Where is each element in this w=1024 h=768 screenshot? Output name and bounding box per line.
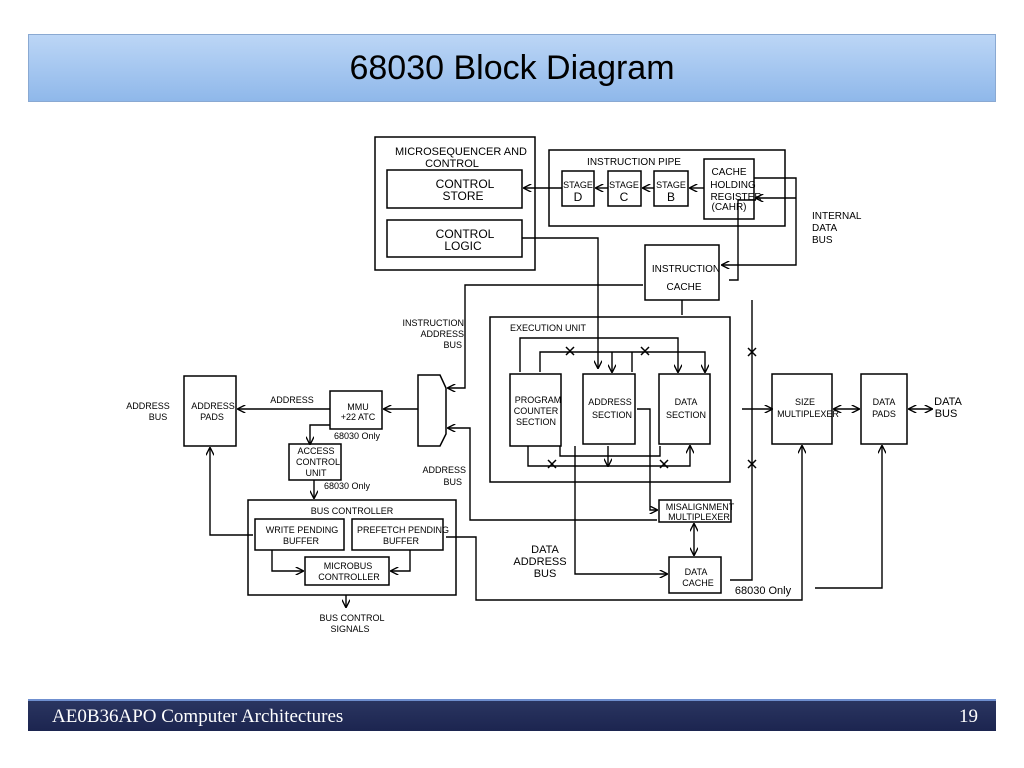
footer-bar: AE0B36APO Computer Architectures 19 [28, 699, 996, 731]
data-section-box [658, 373, 711, 445]
data-cache-only-label: 68030 Only [735, 585, 792, 597]
internal-bus-label-3: BUS [812, 235, 833, 246]
as-label-1: ADDRESS [588, 397, 632, 407]
stage-b-word: STAGE [656, 180, 686, 190]
bus-controller-label: BUS CONTROLLER [311, 506, 394, 516]
execution-unit-box [489, 316, 731, 483]
wpb-label-1: WRITE PENDING [266, 525, 339, 535]
iab-label-3: BUS [443, 340, 462, 350]
as-label-2: SECTION [592, 410, 632, 420]
data-bus-label-2: BUS [935, 408, 958, 420]
footer-course: AE0B36APO Computer Architectures [52, 706, 344, 727]
size-mux-label-1: SIZE [795, 397, 815, 407]
access-control-box [288, 443, 342, 481]
dab-label-3: BUS [534, 568, 557, 580]
icache-label-1: INSTRUCTION [652, 264, 720, 275]
prefetch-pending-box [351, 518, 444, 551]
acu-only-label: 68030 Only [324, 481, 371, 491]
dab-label-1: DATA [531, 544, 559, 556]
iab-label-2: ADDRESS [420, 329, 464, 339]
data-cache-label-2: CACHE [682, 578, 714, 588]
cahr-label-4: (CAHR) [712, 202, 747, 213]
cahr-label-1: CACHE [711, 167, 746, 178]
microbus-controller-box [304, 556, 390, 586]
mmu-label-2: +22 ATC [341, 412, 376, 422]
address-pads-label-2: PADS [200, 412, 224, 422]
slide-title-bar: 68030 Block Diagram [28, 34, 996, 102]
slide-title: 68030 Block Diagram [349, 48, 675, 87]
mmu-label-1: MMU [347, 402, 369, 412]
pc-label-3: SECTION [516, 417, 556, 427]
internal-bus-label-1: INTERNAL [812, 211, 862, 222]
instruction-pipe-label: INSTRUCTION PIPE [587, 157, 681, 168]
ppb-label-1: PREFETCH PENDING [357, 525, 449, 535]
stage-b-letter: B [667, 190, 675, 204]
ds-label-1: DATA [675, 397, 698, 407]
bcs-label-1: BUS CONTROL [319, 613, 384, 623]
acu-label-1: ACCESS [297, 446, 334, 456]
stage-c-letter: C [620, 190, 629, 204]
mbc-label-1: MICROBUS [324, 561, 373, 571]
misalignment-box [658, 499, 732, 523]
cahr-label-3: REGISTER [710, 192, 761, 203]
microsequencer-block [374, 136, 536, 271]
program-counter-box [509, 373, 562, 447]
address-line-label: ADDRESS [270, 395, 314, 405]
data-bus-label-1: DATA [934, 396, 962, 408]
acu-label-2: CONTROL [296, 457, 340, 467]
pc-label-2: COUNTER [514, 406, 559, 416]
address-section-box [582, 373, 636, 445]
control-store-label-2: STORE [442, 189, 483, 203]
bus-controller-box [247, 499, 457, 596]
control-store-label-1: CONTROL [436, 177, 495, 191]
control-store-box [386, 169, 523, 209]
mmu-box [329, 390, 383, 430]
stage-d-word: STAGE [563, 180, 593, 190]
footer-page-number: 19 [959, 706, 978, 727]
size-mux-label-2: MULTIPLEXER [777, 409, 839, 419]
dab-label-2: ADDRESS [513, 556, 566, 568]
data-pads-label-2: PADS [872, 409, 896, 419]
address-bus-left-label-1: ADDRESS [126, 401, 170, 411]
misalignment-label-1: MISALIGNMENT [666, 502, 735, 512]
address-bus-mid-label-2: BUS [443, 477, 462, 487]
icache-label-2: CACHE [666, 282, 701, 293]
address-pads-label-1: ADDRESS [191, 401, 235, 411]
ppb-label-2: BUFFER [383, 536, 420, 546]
data-cache-box [668, 556, 722, 594]
control-logic-label-2: LOGIC [444, 239, 482, 253]
stage-d-letter: D [574, 190, 583, 204]
mbc-label-2: CONTROLLER [318, 572, 380, 582]
control-logic-label-1: CONTROL [436, 227, 495, 241]
wpb-label-2: BUFFER [283, 536, 320, 546]
address-bus-mid-label-1: ADDRESS [422, 465, 466, 475]
bcs-label-2: SIGNALS [330, 624, 369, 634]
micro-label-1: MICROSEQUENCER AND [395, 146, 527, 158]
address-pads-box [183, 375, 237, 447]
ds-label-2: SECTION [666, 410, 706, 420]
data-pads-label-1: DATA [873, 397, 896, 407]
execution-unit-label: EXECUTION UNIT [510, 323, 587, 333]
address-bus-left-label-2: BUS [149, 412, 168, 422]
write-pending-box [254, 518, 345, 551]
stage-c-word: STAGE [609, 180, 639, 190]
cahr-label-2: HOLDING [710, 180, 756, 191]
iab-label-1: INSTRUCTION [403, 318, 465, 328]
cahr-box [703, 158, 755, 220]
pc-label-1: PROGRAM [515, 395, 562, 405]
misalignment-label-2: MULTIPLEXER [668, 512, 730, 522]
mmu-only-label: 68030 Only [334, 431, 381, 441]
data-pads-box [860, 373, 908, 445]
micro-label-2: CONTROL [425, 158, 479, 170]
address-multiplexer-shape [417, 374, 447, 447]
data-cache-label-1: DATA [685, 567, 708, 577]
internal-bus-label-2: DATA [812, 223, 838, 234]
acu-label-3: UNIT [306, 468, 327, 478]
